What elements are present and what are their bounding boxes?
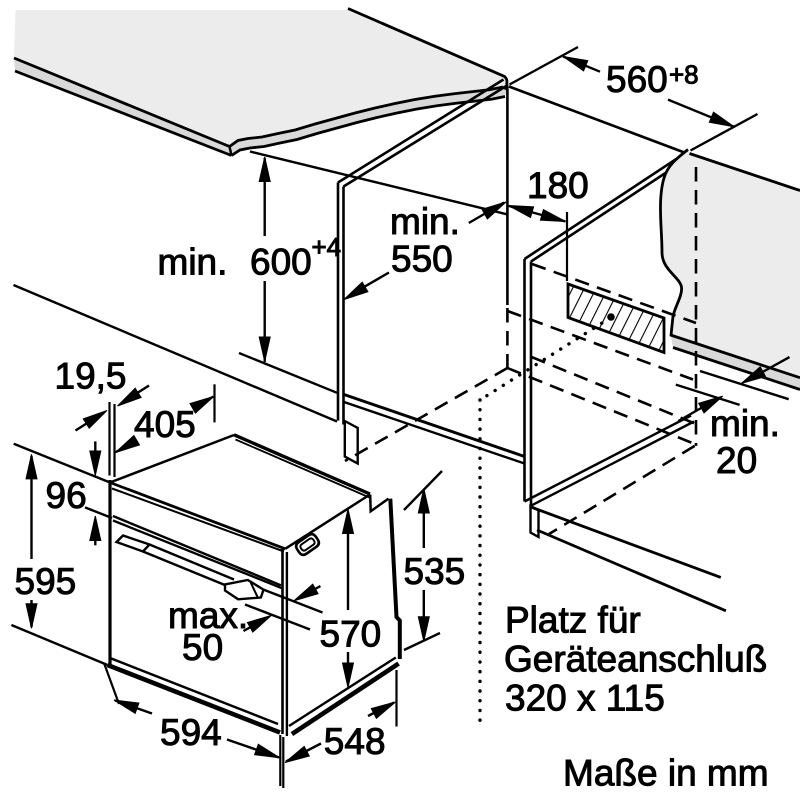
svg-text:550: 550 <box>391 238 453 279</box>
svg-text:405: 405 <box>134 404 196 445</box>
svg-text:600: 600 <box>250 242 312 283</box>
svg-text:Geräteanschluß: Geräteanschluß <box>504 639 767 680</box>
svg-text:+4: +4 <box>312 232 342 262</box>
svg-text:+8: +8 <box>669 60 699 90</box>
svg-text:19,5: 19,5 <box>55 356 127 397</box>
svg-text:50: 50 <box>182 627 223 668</box>
svg-text:548: 548 <box>324 721 386 762</box>
svg-text:594: 594 <box>160 712 222 753</box>
svg-text:535: 535 <box>404 551 466 592</box>
svg-text:320 x 115: 320 x 115 <box>505 678 665 719</box>
svg-text:Platz für: Platz für <box>505 600 641 641</box>
svg-text:max.: max. <box>168 595 248 636</box>
svg-text:595: 595 <box>15 561 77 602</box>
svg-text:180: 180 <box>527 165 589 206</box>
svg-text:20: 20 <box>716 440 757 481</box>
svg-text:min.: min. <box>158 242 228 283</box>
svg-text:min.: min. <box>710 403 780 444</box>
svg-text:560: 560 <box>606 59 668 100</box>
svg-text:96: 96 <box>46 475 87 516</box>
svg-text:min.: min. <box>390 201 460 242</box>
svg-text:570: 570 <box>320 614 382 655</box>
svg-text:Maße in mm: Maße in mm <box>563 753 769 794</box>
